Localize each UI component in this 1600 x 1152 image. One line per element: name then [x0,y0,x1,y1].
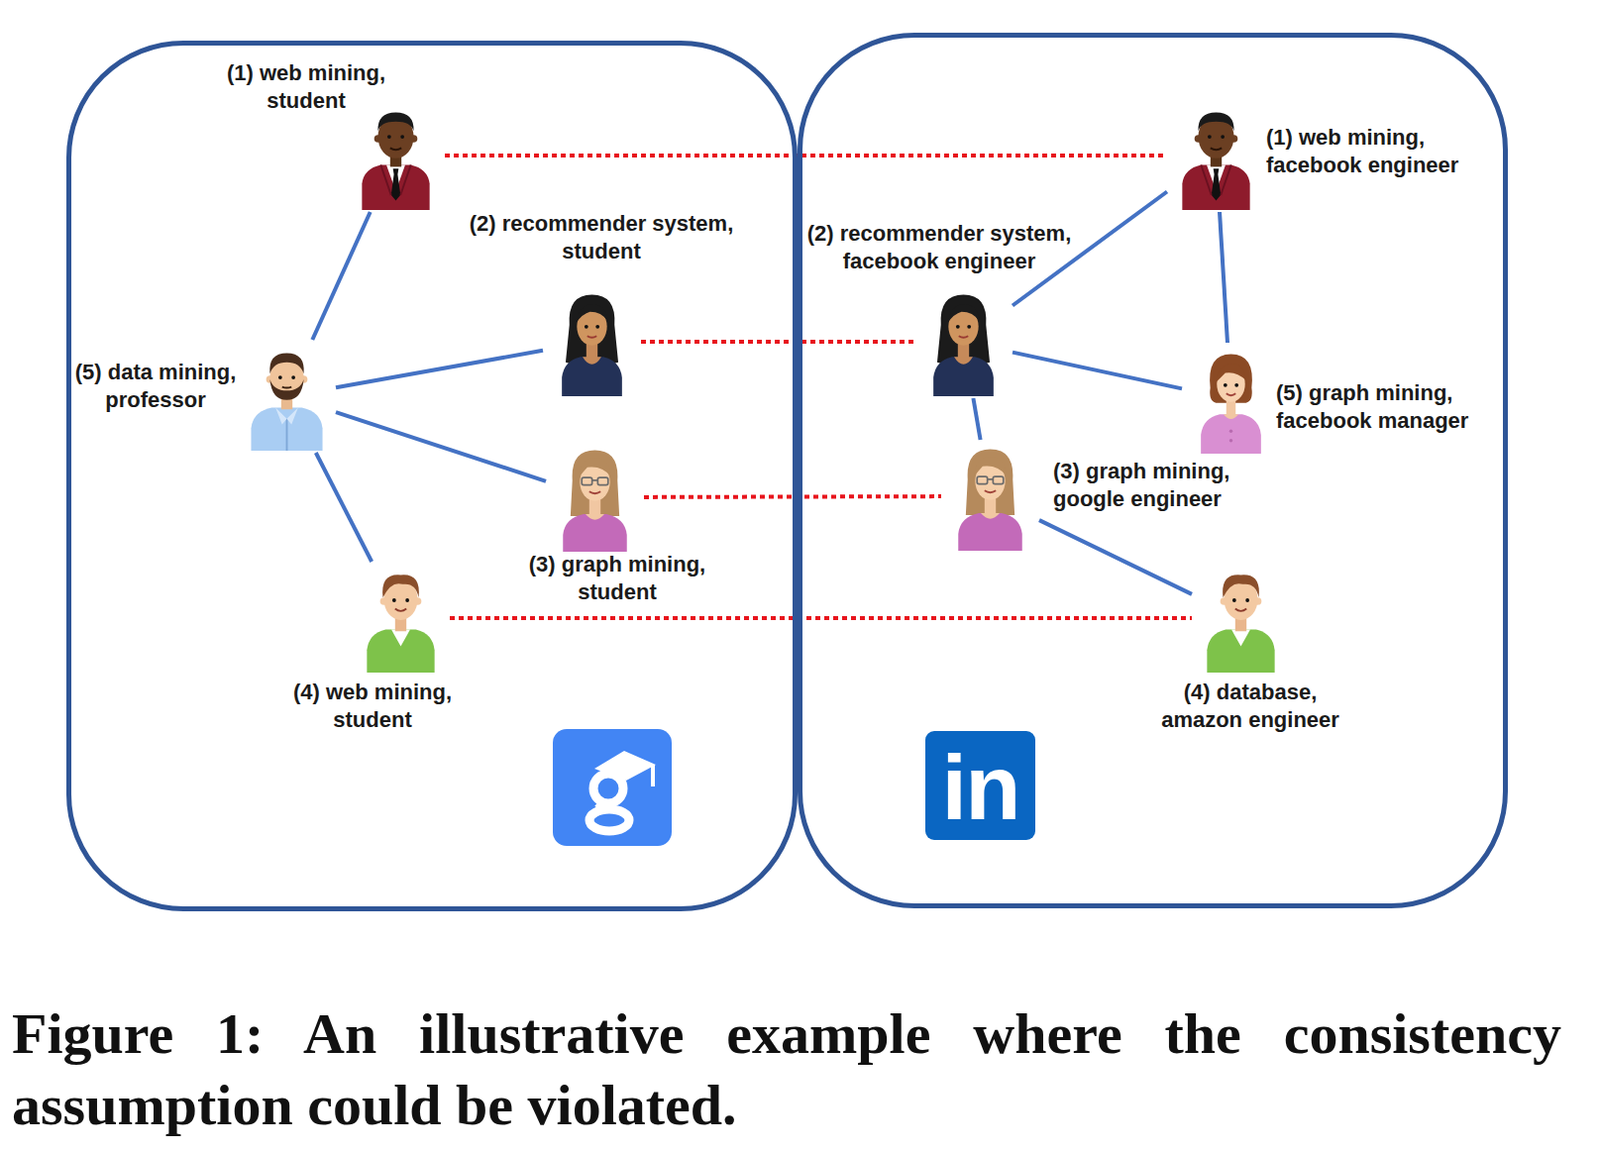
user-label: (4) database, amazon engineer [1154,678,1348,735]
user-label: (4) web mining, student [286,678,460,735]
network-panel: (1) web mining, facebook engineer (2) rec… [797,32,1508,909]
person-icon [239,341,334,451]
person-figure [561,295,623,397]
person-icon [943,441,1038,551]
user-label: (5) graph mining, facebook manager [1276,379,1480,435]
figure-caption: Figure 1: An illustrative example where … [11,998,1562,1142]
user-node: (3) graph mining, student [518,442,717,607]
person-icon [1169,101,1264,211]
anchor-link [444,153,1168,158]
user-node: (4) web mining, student [286,563,460,735]
linkedin-logo: in [925,731,1036,841]
user-node: (1) web mining, facebook engineer [1169,101,1470,211]
network-link [972,398,980,440]
anchor-link [449,616,1192,621]
network-link [335,350,543,388]
user-label: (2) recommender system, student [465,210,739,266]
network-panel: (1) web mining, student (2) recommender s… [66,40,798,912]
google-scholar-logo [552,729,672,847]
person-icon [1183,344,1279,454]
network-link [316,452,372,562]
user-node: (3) graph mining, google engineer [943,441,1242,551]
user-label: (2) recommender system, facebook enginee… [803,219,1076,276]
network-link [1012,352,1182,390]
anchor-link [640,339,915,344]
person-icon [916,287,1011,397]
person-figure [1181,111,1250,211]
person-figure [562,450,627,552]
user-label: (1) web mining, student [221,59,391,115]
person-figure [958,449,1022,551]
logo-g-bowl [593,773,624,804]
user-label: (1) web mining, facebook engineer [1266,123,1470,180]
person-figure [366,574,434,673]
logo-tassel [650,764,655,787]
person-icon [544,287,640,397]
user-node: (1) web mining, student [221,59,443,211]
person-icon [353,563,448,673]
network-link [1219,212,1228,343]
user-label: (5) data mining, professor [71,358,240,415]
logo-text: in [942,742,1020,834]
person-figure [933,295,994,397]
person-figure [250,352,322,451]
network-link [335,412,546,482]
network-link [312,212,370,340]
network-link [1012,192,1168,307]
person-icon [1193,563,1288,673]
user-node: (2) recommender system, facebook enginee… [803,219,1076,397]
person-figure [361,111,429,211]
person-figure [1206,574,1275,673]
user-label: (3) graph mining, student [518,550,717,607]
person-icon [348,101,443,211]
network-link [1039,520,1192,595]
user-node: (5) graph mining, facebook manager [1183,344,1480,454]
person-figure [1200,353,1262,454]
user-label: (3) graph mining, google engineer [1053,457,1242,514]
logo-g-loop [589,809,630,832]
anchor-link [643,494,942,500]
person-icon [547,442,642,552]
logo-tile [552,729,672,847]
user-node: (5) data mining, professor [71,341,334,451]
user-node: (4) database, amazon engineer [1154,563,1348,735]
user-node: (2) recommender system, student [465,210,739,397]
